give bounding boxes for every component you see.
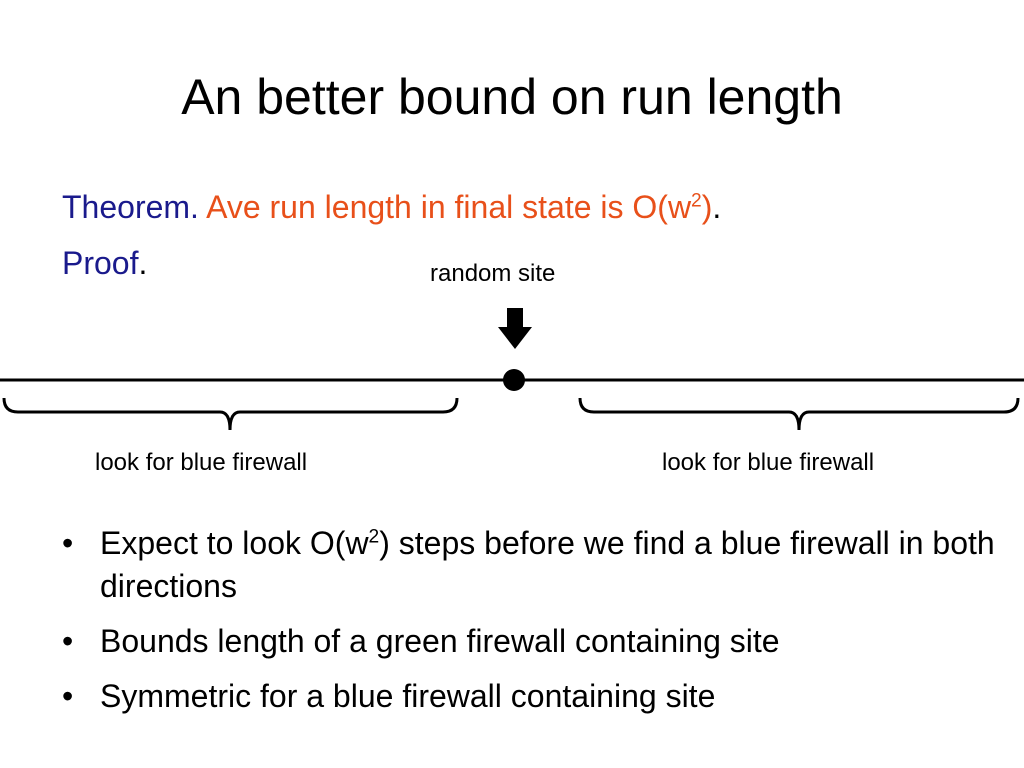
bullet-item-3: • Symmetric for a blue firewall containin… [60, 675, 1000, 718]
theorem-exponent: 2 [691, 190, 702, 212]
bullet-1-text: Expect to look O(w [100, 525, 369, 561]
bullet-1-text-rest: ) steps before we find a blue firewall i… [100, 525, 995, 604]
bullet-3-text: Symmetric for a blue firewall containing… [100, 678, 716, 714]
bullet-glyph: • [62, 525, 74, 561]
bullet-glyph: • [62, 678, 74, 714]
bullet-1-exponent: 2 [368, 526, 380, 548]
slide-title: An better bound on run length [181, 69, 843, 125]
theorem-label: Theorem. [62, 189, 199, 225]
proof-label: Proof [62, 245, 139, 281]
theorem-text-close: ) [701, 189, 713, 225]
proof-period: . [138, 245, 148, 281]
theorem-text-main: Ave run length in final state is O(w [206, 189, 692, 225]
random-site-label: random site [430, 260, 556, 287]
bullet-list: • Expect to look O(w2) steps before we fi… [60, 522, 1000, 730]
theorem-statement: Theorem. Ave run length in final state i… [62, 186, 721, 228]
bullet-glyph: • [62, 623, 74, 659]
right-brace [578, 397, 1020, 431]
left-brace-label: look for blue firewall [95, 449, 308, 476]
bullet-item-1: • Expect to look O(w2) steps before we fi… [60, 522, 1000, 608]
proof-label-line: Proof. [62, 242, 147, 284]
down-arrow-icon [498, 308, 532, 349]
theorem-text: Ave run length in final state is O(w2) [206, 189, 712, 225]
right-brace-label: look for blue firewall [662, 449, 875, 476]
bullet-item-2: • Bounds length of a green firewall conta… [60, 620, 1000, 663]
bullet-2-text: Bounds length of a green firewall contai… [100, 623, 780, 659]
left-brace [2, 397, 459, 431]
theorem-period: . [712, 189, 722, 225]
dot-icon [503, 369, 525, 391]
